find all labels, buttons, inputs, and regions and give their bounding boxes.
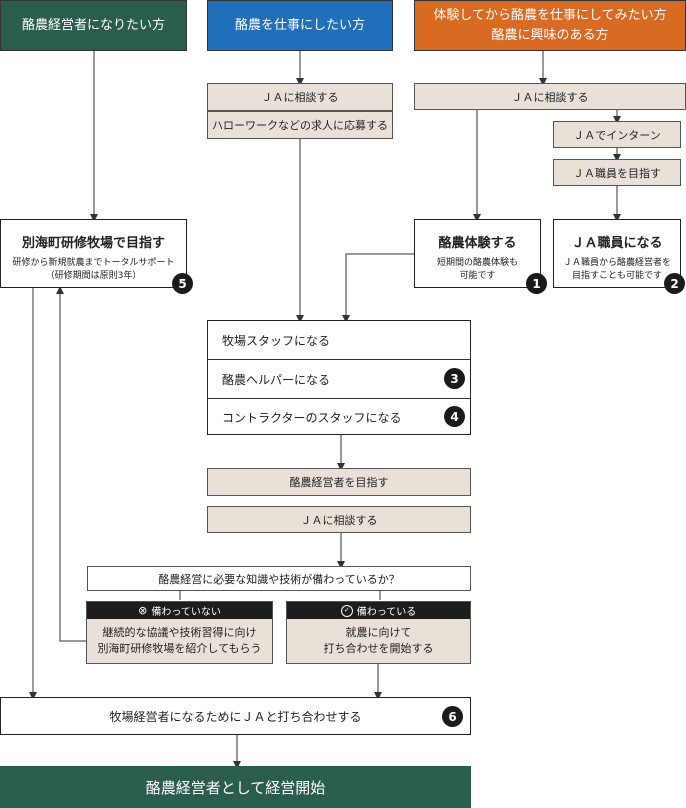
box-ja-staff: ＪＡ職員になる ＪＡ職員から酪農経営者を 目指すことも可能です bbox=[553, 219, 681, 288]
branch-equipped-line1: 就農に向けて bbox=[345, 626, 412, 639]
step-ja-staff-aim-label: ＪＡ職員を目指す bbox=[573, 166, 661, 180]
branch-not-equipped-label: 備わっていない bbox=[151, 607, 221, 618]
box-ja-staff-title: ＪＡ職員になる bbox=[571, 236, 663, 251]
header-dairy-job: 酪農を仕事にしたい方 bbox=[207, 0, 393, 51]
box-taiken-sub2: 可能です bbox=[459, 271, 496, 281]
step-number-5: 5 bbox=[172, 273, 193, 294]
option-dairy-helper-label: 酪農ヘルパーになる bbox=[222, 372, 331, 387]
meeting-box: 牧場経営者になるためにＪＡと打ち合わせする bbox=[0, 697, 471, 735]
step-consult-ja-center-label: ＪＡに相談する bbox=[300, 513, 378, 527]
step-number-2: 2 bbox=[664, 273, 685, 294]
step-number-1-label: 1 bbox=[532, 276, 541, 291]
step-number-4: 4 bbox=[444, 406, 465, 427]
step-number-3-label: 3 bbox=[450, 371, 459, 386]
branch-equipped-label: 備わっている bbox=[356, 607, 417, 618]
option-contractor: コントラクターのスタッフになる 4 bbox=[208, 399, 470, 435]
box-kenshu-farm: 別海町研修牧場で目指す 研修から新規就農までトータルサポート （研修期間は原則3… bbox=[0, 219, 187, 288]
step-aim-management-label: 酪農経営者を目指す bbox=[289, 476, 389, 489]
box-ja-staff-sub2: 目指すことも可能です bbox=[571, 271, 662, 281]
box-ja-staff-sub1: ＪＡ職員から酪農経営者を bbox=[562, 258, 671, 268]
header-management-label: 酪農経営者になりたい方 bbox=[21, 17, 165, 33]
step-consult-ja-middle-label: ＪＡに相談する bbox=[261, 91, 339, 104]
branch-equipped-line2: 打ち合わせを開始する bbox=[323, 642, 434, 655]
final-start-management: 酪農経営者として経営開始 bbox=[0, 766, 471, 808]
step-hello-work: ハローワークなどの求人に応募する bbox=[207, 111, 393, 139]
question-box: 酪農経営に必要な知識や技術が備わっているか？ bbox=[87, 566, 471, 591]
branch-equipped-header: ✓ 備わっている bbox=[287, 602, 470, 619]
step-number-6-label: 6 bbox=[448, 709, 457, 724]
step-hello-work-label: ハローワークなどの求人に応募する bbox=[212, 119, 388, 132]
step-consult-ja-center: ＪＡに相談する bbox=[207, 506, 471, 533]
step-number-6: 6 bbox=[442, 706, 463, 727]
box-taiken-sub1: 短期間の酪農体験も bbox=[436, 258, 518, 268]
branch-not-equipped-line1: 継続的な協議や技術習得に向け bbox=[102, 626, 257, 639]
step-consult-ja-right-label: ＪＡに相談する bbox=[511, 90, 589, 104]
arrow-no-to-kenshu bbox=[56, 286, 86, 642]
box-taiken-title: 酪農体験する bbox=[438, 236, 517, 251]
box-kenshu-title: 別海町研修牧場で目指す bbox=[21, 236, 165, 251]
box-dairy-experience: 酪農体験する 短期間の酪農体験も 可能です bbox=[414, 219, 541, 288]
question-label: 酪農経営に必要な知識や技術が備わっているか？ bbox=[158, 572, 400, 586]
step-aim-management: 酪農経営者を目指す bbox=[207, 468, 471, 496]
meeting-label: 牧場経営者になるためにＪＡと打ち合わせする bbox=[109, 709, 362, 724]
branch-not-equipped: ⊗ 備わっていない 継続的な協議や技術習得に向け 別海町研修牧場を紹介してもらう bbox=[86, 601, 273, 664]
step-number-4-label: 4 bbox=[450, 409, 459, 424]
final-label: 酪農経営者として経営開始 bbox=[145, 778, 326, 797]
options-box: 牧場スタッフになる 酪農ヘルパーになる 3 コントラクターのスタッフになる 4 bbox=[207, 320, 471, 435]
option-contractor-label: コントラクターのスタッフになる bbox=[222, 410, 402, 425]
step-ja-intern-label: ＪＡでインターン bbox=[573, 128, 661, 142]
branch-not-equipped-body: 継続的な協議や技術習得に向け 別海町研修牧場を紹介してもらう bbox=[87, 619, 272, 663]
option-farm-staff-label: 牧場スタッフになる bbox=[222, 333, 331, 348]
step-number-5-label: 5 bbox=[178, 276, 187, 291]
option-farm-staff: 牧場スタッフになる bbox=[208, 321, 470, 360]
cross-circle-icon: ⊗ bbox=[138, 604, 148, 617]
header-experience-line1: 体験してから酪農を仕事にしてみたい方 bbox=[433, 7, 667, 23]
option-dairy-helper: 酪農ヘルパーになる 3 bbox=[208, 360, 470, 399]
step-consult-ja-right: ＪＡに相談する bbox=[414, 83, 686, 110]
step-number-2-label: 2 bbox=[670, 276, 679, 291]
step-consult-ja-middle: ＪＡに相談する bbox=[207, 83, 393, 111]
header-dairy-job-label: 酪農を仕事にしたい方 bbox=[234, 17, 365, 33]
box-kenshu-sub1: 研修から新規就農までトータルサポート bbox=[12, 258, 175, 268]
step-number-1: 1 bbox=[526, 273, 547, 294]
box-kenshu-sub2: （研修期間は原則3年） bbox=[45, 271, 142, 281]
arrow-taiken-to-options bbox=[342, 253, 414, 323]
step-ja-intern: ＪＡでインターン bbox=[553, 121, 681, 148]
branch-equipped-body: 就農に向けて 打ち合わせを開始する bbox=[287, 619, 470, 663]
step-ja-staff-aim: ＪＡ職員を目指す bbox=[553, 159, 681, 186]
header-experience: 体験してから酪農を仕事にしてみたい方 酪農に興味のある方 bbox=[414, 0, 686, 51]
step-number-3: 3 bbox=[444, 368, 465, 389]
check-circle-icon: ✓ bbox=[340, 604, 353, 617]
branch-equipped: ✓ 備わっている 就農に向けて 打ち合わせを開始する bbox=[286, 601, 471, 664]
branch-not-equipped-line2: 別海町研修牧場を紹介してもらう bbox=[97, 642, 262, 655]
header-experience-line2: 酪農に興味のある方 bbox=[491, 27, 609, 43]
header-management: 酪農経営者になりたい方 bbox=[0, 0, 187, 51]
branch-not-equipped-header: ⊗ 備わっていない bbox=[87, 602, 272, 619]
